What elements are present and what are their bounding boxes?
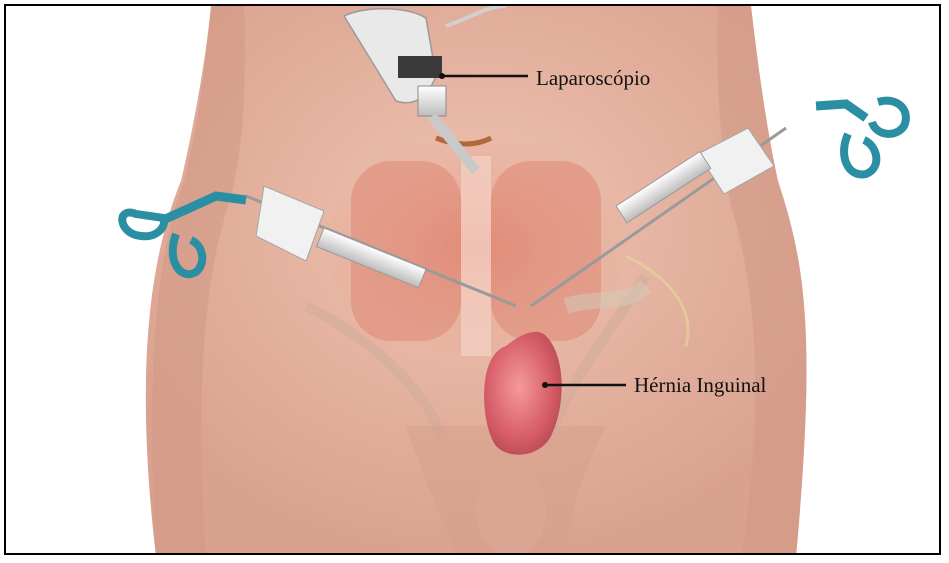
laparoscope-label: Laparoscópio — [536, 68, 650, 89]
hernia-label: Hérnia Inguinal — [634, 375, 766, 396]
figure-frame: Laparoscópio Hérnia Inguinal — [4, 4, 941, 555]
surgery-illustration — [6, 6, 941, 555]
